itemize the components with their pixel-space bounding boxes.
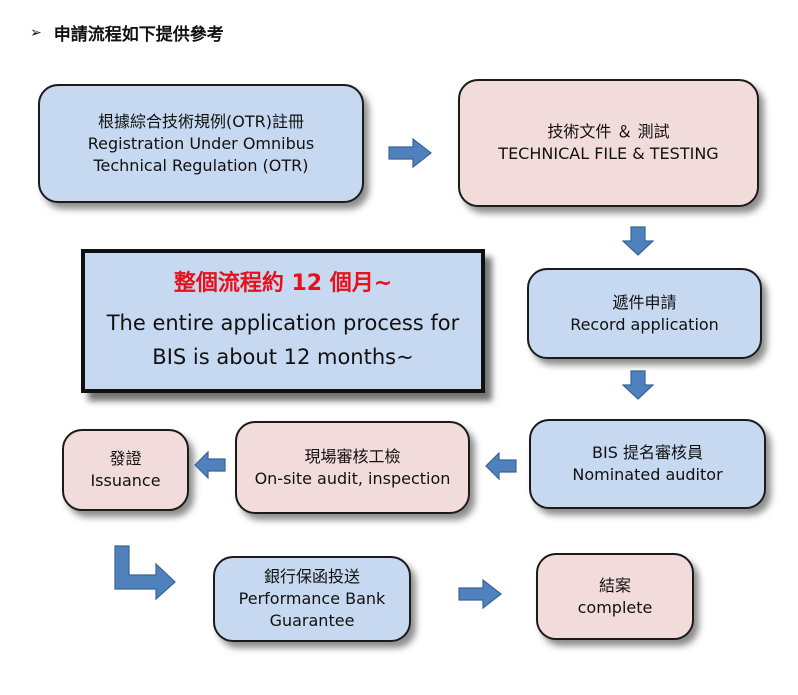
step-record-en: Record application [570, 314, 719, 334]
step-onsite-zh: 現場審核工檢 [304, 446, 401, 466]
step-complete-en: complete [577, 597, 653, 617]
step-issuance: 發證 Issuance [62, 429, 189, 511]
step-auditor-en: Nominated auditor [572, 465, 723, 484]
step-technical-file: 技術文件 ＆ 測試 TECHNICAL FILE & TESTING [458, 79, 759, 207]
step-complete-zh: 結案 [598, 575, 631, 595]
arrow-down-icon [622, 370, 654, 400]
step-bank-guarantee: 銀行保函投送 Performance Bank Guarantee [213, 556, 411, 642]
step-issuance-zh: 發證 [109, 449, 142, 468]
step-bank-en-2: Guarantee [269, 611, 355, 630]
step-otr-registration: 根據綜合技術規例(OTR)註冊 Registration Under Omnib… [38, 84, 364, 203]
step-otr-en-2: Technical Regulation (OTR) [93, 155, 309, 175]
step-issuance-en: Issuance [90, 471, 161, 490]
duration-callout: 整個流程約 12 個月~ The entire application proc… [81, 249, 485, 393]
step-technical-zh: 技術文件 ＆ 測試 [547, 122, 670, 141]
arrow-right-icon [388, 138, 432, 168]
step-otr-en-1: Registration Under Omnibus [87, 133, 315, 153]
heading-title: 申請流程如下提供參考 [53, 25, 224, 45]
step-bank-en-1: Performance Bank [238, 589, 386, 608]
step-onsite-audit: 現場審核工檢 On-site audit, inspection [235, 421, 470, 514]
step-onsite-en: On-site audit, inspection [254, 468, 451, 488]
arrow-down-right-icon [113, 544, 177, 600]
heading: ➢ 申請流程如下提供參考 [30, 20, 224, 46]
arrow-right-icon [458, 579, 502, 609]
callout-zh: 整個流程約 12 個月~ [173, 271, 393, 296]
step-auditor-zh: BIS 提名審核員 [592, 443, 703, 462]
step-record-zh: 遞件申請 [612, 292, 677, 312]
arrow-down-icon [622, 226, 654, 256]
step-bank-zh: 銀行保函投送 [263, 567, 360, 586]
step-nominated-auditor: BIS 提名審核員 Nominated auditor [529, 419, 766, 509]
callout-en-2: BIS is about 12 months~ [152, 345, 414, 369]
step-otr-zh: 根據綜合技術規例(OTR)註冊 [98, 111, 304, 131]
arrow-left-icon [194, 451, 226, 479]
step-record-application: 遞件申請 Record application [527, 268, 762, 359]
bullet-arrow-icon: ➢ [30, 24, 42, 41]
step-technical-en: TECHNICAL FILE & TESTING [498, 144, 719, 163]
step-complete: 結案 complete [536, 553, 694, 640]
arrow-left-icon [485, 452, 517, 480]
callout-en-1: The entire application process for [106, 311, 460, 335]
